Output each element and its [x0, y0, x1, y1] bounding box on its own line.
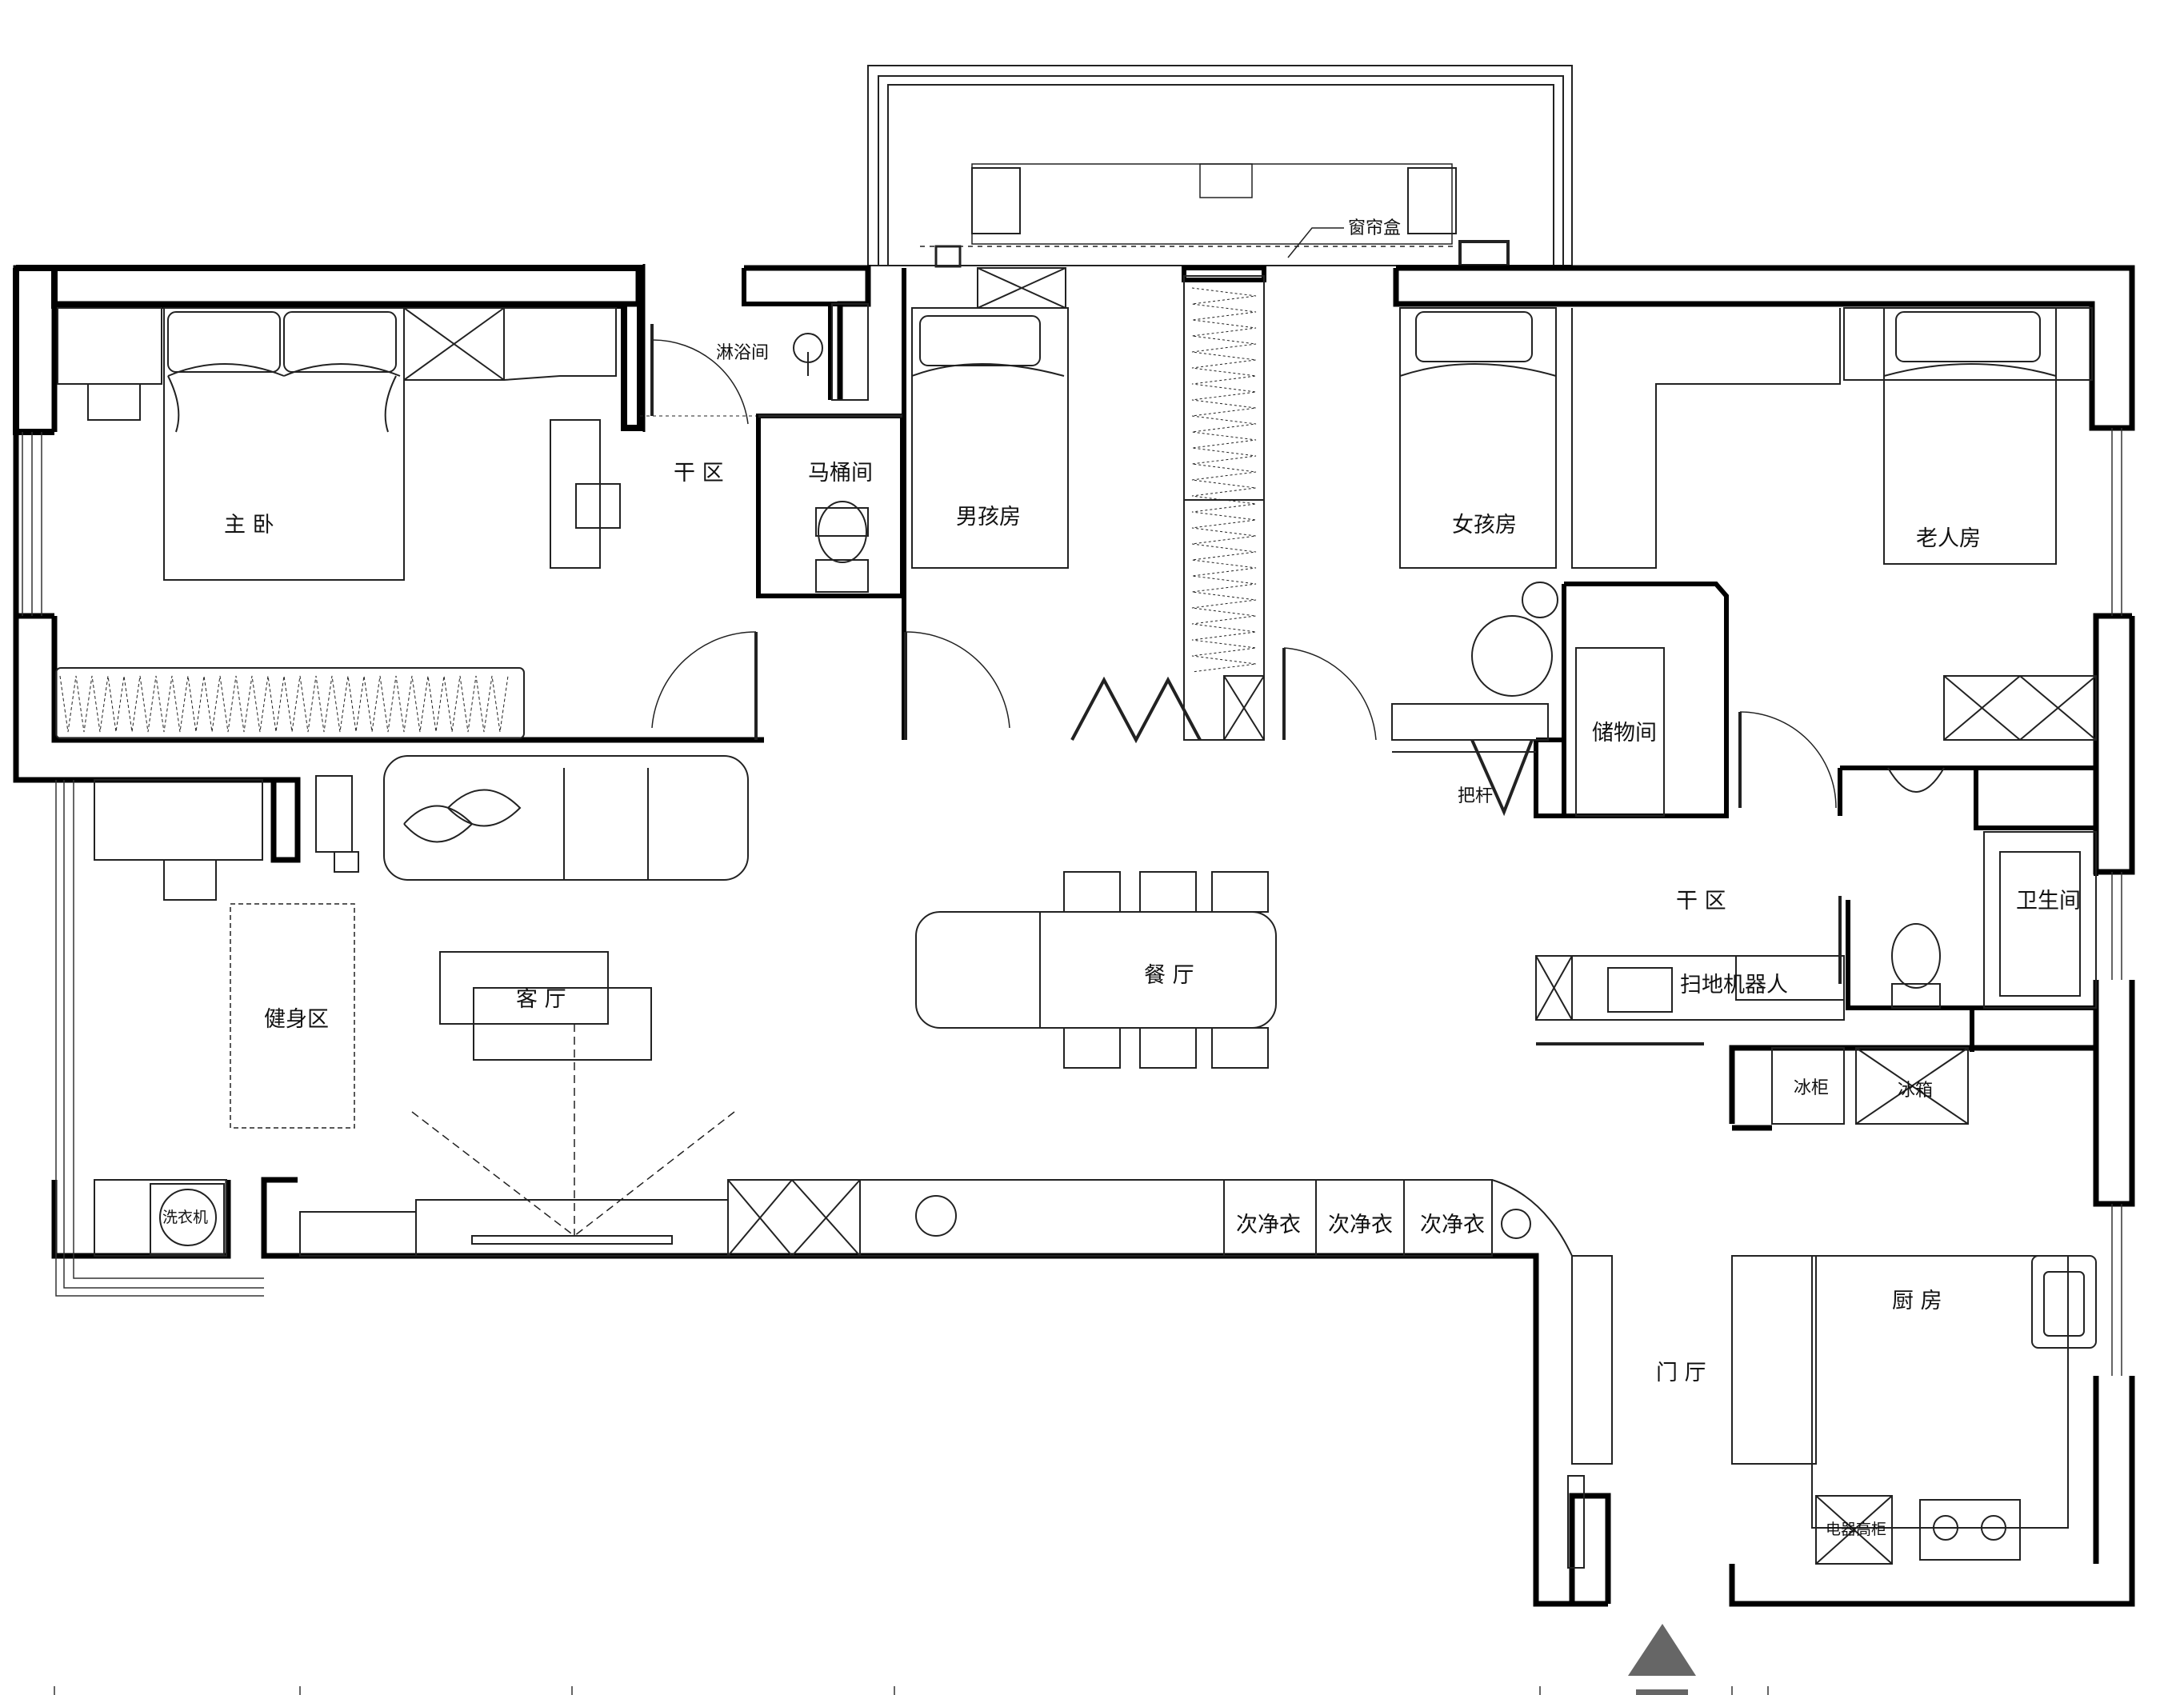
balcony: [867, 65, 1573, 268]
kitchen-furniture: [1731, 1047, 2097, 1565]
bottom-cabinets: [94, 1179, 1613, 1569]
label-dry-zone-1: 干 区: [674, 461, 724, 486]
label-secondary-closet-2: 次净衣: [1328, 1213, 1393, 1237]
label-freezer: 冰柜: [1794, 1078, 1829, 1098]
label-boys-room: 男孩房: [956, 505, 1021, 530]
dining-furniture: [915, 871, 1277, 1069]
label-fridge: 冰箱: [1898, 1081, 1933, 1101]
bedroom-walls-top: [638, 264, 646, 432]
label-elderly-room: 老人房: [1916, 526, 1981, 551]
label-living-room: 客 厅: [516, 987, 566, 1012]
elderly-room-furniture: [1571, 307, 2097, 741]
window-frames: [22, 428, 2122, 1376]
master-bedroom-furniture: [55, 307, 621, 739]
label-shower-room: 淋浴间: [716, 343, 769, 363]
label-kitchen: 厨 房: [1892, 1289, 1942, 1313]
entrance-arrow: [1628, 1624, 1696, 1695]
label-storage-room: 储物间: [1592, 721, 1657, 746]
label-bathroom: 卫生间: [2016, 889, 2081, 913]
corridor-wardrobe: [1183, 275, 1265, 741]
dry-zone-vanity: [1535, 955, 1845, 1045]
girls-room-furniture: [1391, 307, 1558, 753]
label-dining-room: 餐 厅: [1144, 963, 1194, 988]
storage-room-inner: [1575, 647, 1665, 817]
label-entrance-hall: 门 厅: [1656, 1361, 1706, 1385]
dimension-ticks: [54, 1686, 1769, 1695]
bath-fixtures: [640, 303, 902, 593]
label-curtain-box: 窗帘盒: [1348, 218, 1401, 238]
fixture-labels: 窗帘盒 把杆 扫地机器人 洗衣机 次净衣 次净衣 次净衣 冰柜 冰箱 电器高柜: [162, 218, 1933, 1538]
label-robot-vacuum: 扫地机器人: [1680, 973, 1788, 997]
curtain-box-leader: [1287, 227, 1344, 258]
walls-thick: [13, 265, 2135, 1607]
label-appliance-tall-cabinet: 电器高柜: [1826, 1521, 1886, 1538]
living-room-furniture: [94, 755, 749, 1237]
doors: [650, 324, 1842, 984]
label-toilet-room: 马桶间: [808, 461, 873, 486]
label-dry-zone-2: 干 区: [1676, 889, 1726, 913]
boys-room-furniture: [911, 267, 1069, 569]
label-gym-zone: 健身区: [264, 1007, 329, 1032]
label-handrail: 把杆: [1458, 786, 1493, 806]
interior-walls: [54, 266, 2098, 1052]
label-washing-machine: 洗衣机: [162, 1209, 208, 1226]
exterior-walls: [13, 265, 643, 435]
label-girls-room: 女孩房: [1452, 513, 1517, 538]
label-master-bedroom: 主 卧: [224, 513, 274, 538]
bathroom-fixtures: [1887, 767, 2097, 1009]
label-secondary-closet-1: 次净衣: [1236, 1213, 1301, 1237]
label-secondary-closet-3: 次净衣: [1420, 1213, 1485, 1237]
room-labels: 主 卧 淋浴间 干 区 马桶间 男孩房 女孩房 老人房 储物间 客 厅 餐 厅 …: [224, 343, 2081, 1385]
